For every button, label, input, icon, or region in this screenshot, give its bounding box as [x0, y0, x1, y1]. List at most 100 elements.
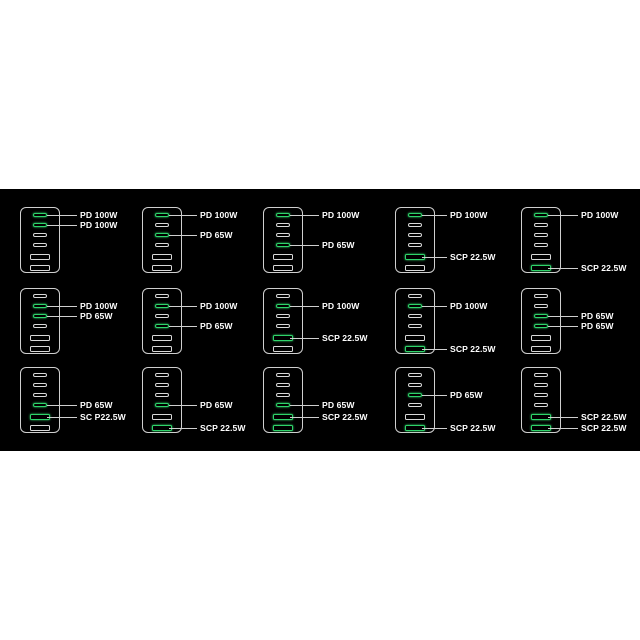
callout-line: [548, 215, 578, 216]
callout-line: [422, 257, 447, 258]
usb-c-port-icon: [32, 303, 47, 308]
callout-line: [548, 316, 578, 317]
callout-line: [47, 215, 77, 216]
charger-diagram: [395, 367, 435, 433]
usb-c-port-icon: [533, 222, 548, 227]
usb-c-port-icon: [533, 372, 548, 377]
usb-c-port-icon: [533, 402, 548, 407]
usb-c-port-icon: [275, 372, 290, 377]
usb-c-port-icon: [407, 313, 422, 318]
callout-line: [290, 215, 319, 216]
usb-c-port-icon: [32, 402, 47, 407]
callout-line: [47, 225, 77, 226]
callout-line: [47, 306, 77, 307]
port-power-label: PD 65W: [200, 400, 233, 410]
port-power-label: PD 100W: [80, 210, 118, 220]
usb-a-port-icon: [272, 345, 293, 352]
usb-c-port-icon: [154, 212, 169, 217]
usb-a-port-icon: [29, 345, 50, 352]
charger-diagram: [521, 367, 561, 433]
callout-line: [548, 417, 578, 418]
usb-c-port-icon: [32, 372, 47, 377]
port-power-label: PD 65W: [322, 400, 355, 410]
usb-c-port-icon: [407, 232, 422, 237]
callout-line: [290, 405, 319, 406]
callout-line: [169, 326, 197, 327]
port-power-label: SCP 22.5W: [581, 423, 627, 433]
usb-c-port-icon: [275, 293, 290, 298]
usb-a-port-icon: [151, 424, 172, 431]
usb-c-port-icon: [154, 372, 169, 377]
usb-a-port-icon: [151, 413, 172, 420]
port-power-label: PD 100W: [450, 210, 488, 220]
usb-a-port-icon: [530, 424, 551, 431]
callout-line: [422, 215, 447, 216]
usb-c-port-icon: [407, 242, 422, 247]
usb-c-port-icon: [407, 382, 422, 387]
usb-a-port-icon: [29, 264, 50, 271]
usb-a-port-icon: [151, 253, 172, 260]
callout-line: [169, 428, 197, 429]
charger-diagram: [142, 288, 182, 354]
port-power-label: SCP 22.5W: [322, 333, 368, 343]
usb-a-port-icon: [151, 334, 172, 341]
usb-c-port-icon: [407, 303, 422, 308]
usb-c-port-icon: [154, 293, 169, 298]
usb-a-port-icon: [404, 264, 425, 271]
usb-a-port-icon: [530, 413, 551, 420]
usb-a-port-icon: [530, 334, 551, 341]
charger-diagram: [263, 367, 303, 433]
callout-line: [290, 245, 319, 246]
usb-a-port-icon: [530, 253, 551, 260]
usb-c-port-icon: [275, 212, 290, 217]
port-power-label: PD 100W: [322, 210, 360, 220]
usb-a-port-icon: [272, 424, 293, 431]
port-power-label: PD 65W: [200, 230, 233, 240]
usb-c-port-icon: [32, 293, 47, 298]
usb-c-port-icon: [32, 392, 47, 397]
charger-diagram: [395, 288, 435, 354]
usb-c-port-icon: [32, 242, 47, 247]
port-power-label: PD 65W: [581, 321, 614, 331]
usb-c-port-icon: [407, 323, 422, 328]
port-power-label: PD 65W: [322, 240, 355, 250]
callout-line: [422, 306, 447, 307]
usb-c-port-icon: [533, 323, 548, 328]
usb-c-port-icon: [533, 313, 548, 318]
usb-a-port-icon: [29, 424, 50, 431]
usb-c-port-icon: [154, 392, 169, 397]
usb-c-port-icon: [275, 222, 290, 227]
usb-c-port-icon: [154, 303, 169, 308]
charger-diagram: [521, 288, 561, 354]
port-power-label: SCP 22.5W: [450, 344, 496, 354]
callout-line: [422, 395, 447, 396]
port-power-label: PD 65W: [581, 311, 614, 321]
port-power-label: SCP 22.5W: [450, 423, 496, 433]
usb-a-port-icon: [151, 345, 172, 352]
usb-c-port-icon: [275, 323, 290, 328]
port-power-label: PD 100W: [200, 210, 238, 220]
charger-diagram: [20, 288, 60, 354]
usb-a-port-icon: [404, 334, 425, 341]
usb-a-port-icon: [272, 413, 293, 420]
charger-diagram: [20, 367, 60, 433]
usb-c-port-icon: [154, 232, 169, 237]
usb-c-port-icon: [154, 402, 169, 407]
port-power-label: SCP 22.5W: [581, 412, 627, 422]
callout-line: [422, 428, 447, 429]
port-power-label: PD 65W: [450, 390, 483, 400]
usb-a-port-icon: [29, 413, 50, 420]
charger-diagram: [521, 207, 561, 273]
usb-c-port-icon: [32, 313, 47, 318]
port-power-label: SCP 22.5W: [581, 263, 627, 273]
usb-c-port-icon: [275, 382, 290, 387]
usb-a-port-icon: [29, 253, 50, 260]
usb-c-port-icon: [275, 402, 290, 407]
usb-c-port-icon: [154, 242, 169, 247]
usb-a-port-icon: [530, 345, 551, 352]
port-power-label: PD 65W: [80, 400, 113, 410]
callout-line: [290, 417, 319, 418]
port-power-label: SCP 22.5W: [450, 252, 496, 262]
usb-a-port-icon: [272, 264, 293, 271]
port-power-label: PD 100W: [581, 210, 619, 220]
